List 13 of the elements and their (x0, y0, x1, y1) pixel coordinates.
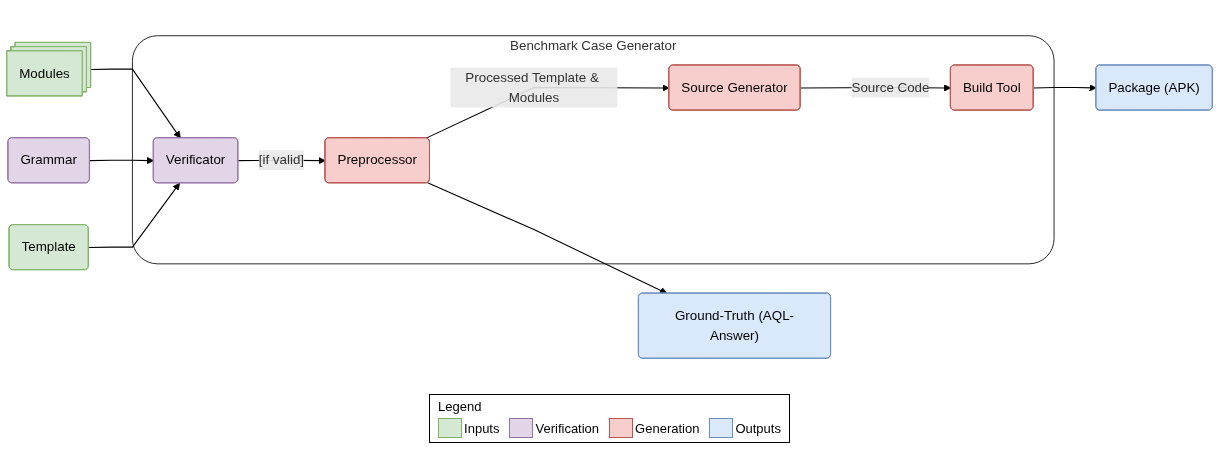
arrow (427, 182, 668, 294)
edge-label: [if valid] (258, 152, 305, 167)
legend-label: Generation (635, 420, 700, 436)
legend-title: Legend (438, 399, 483, 414)
legend-label: Verification (535, 420, 600, 436)
edge-label: Source Code (851, 80, 930, 95)
arrow (89, 156, 155, 165)
legend-label: Outputs (735, 420, 781, 436)
legend-label: Inputs (464, 420, 500, 436)
arrow (90, 68, 181, 139)
edge-label: Processed Template & Modules (465, 70, 599, 105)
arrow (88, 182, 180, 249)
arrow (1033, 84, 1097, 92)
